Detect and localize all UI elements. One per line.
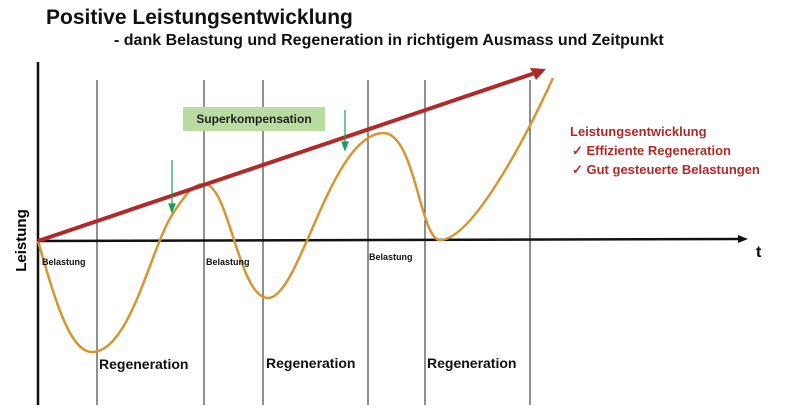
x-axis-label: t xyxy=(756,244,762,261)
page-title: Positive Leistungsentwicklung xyxy=(46,6,353,29)
regeneration-label: Regeneration xyxy=(266,355,356,371)
belastung-label: Belastung xyxy=(369,252,413,262)
superkompensation-label: Superkompensation xyxy=(183,107,325,131)
legend-heading: Leistungsentwicklung xyxy=(570,124,707,139)
legend-item: ✓ Gut gesteuerte Belastungen xyxy=(572,162,760,177)
y-axis-label: Leistung xyxy=(12,209,30,272)
x-axis-arrowhead xyxy=(738,235,748,243)
performance-curve xyxy=(36,77,555,354)
trend-arrowhead xyxy=(530,68,546,80)
regeneration-label: Regeneration xyxy=(99,356,189,372)
trend-line xyxy=(37,71,536,243)
green-arrowhead xyxy=(341,141,349,152)
legend-item: ✓ Effiziente Regeneration xyxy=(572,143,731,158)
regeneration-label: Regeneration xyxy=(427,355,517,371)
green-arrowhead xyxy=(168,203,176,214)
belastung-label: Belastung xyxy=(206,257,250,267)
x-axis xyxy=(37,237,741,243)
belastung-label: Belastung xyxy=(42,257,86,267)
subtitle: - dank Belastung und Regeneration in ric… xyxy=(114,32,664,49)
